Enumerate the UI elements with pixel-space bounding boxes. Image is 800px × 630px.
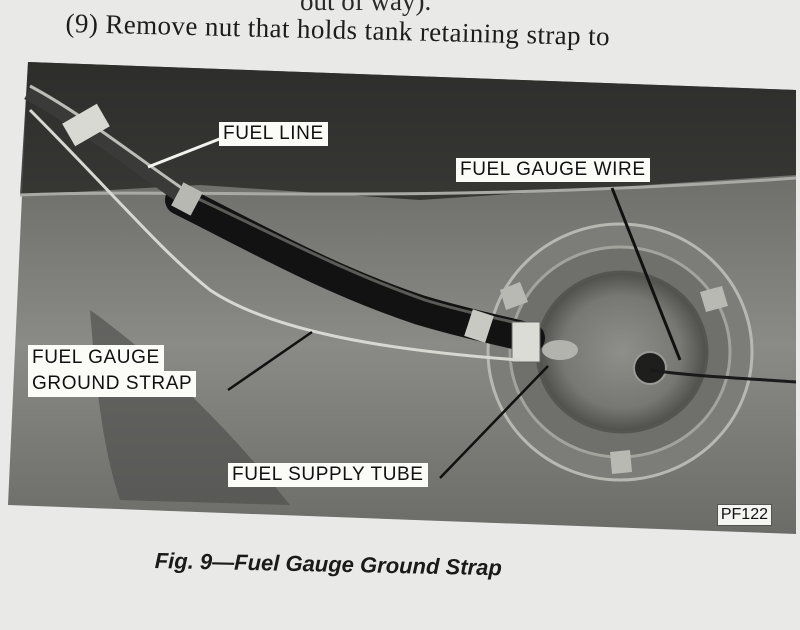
tank-seam <box>19 176 797 197</box>
fuel-hose <box>165 185 545 353</box>
sender-tab-left <box>500 282 528 310</box>
hose-clamp-lower <box>464 309 494 343</box>
leader-supply-tube <box>439 365 549 479</box>
ground-strap-wire <box>28 108 521 362</box>
gauge-wire-terminal <box>633 351 667 385</box>
hose-clamp-upper <box>171 182 203 216</box>
underbody-shadow <box>20 62 796 200</box>
label-ground-strap-line1: FUEL GAUGE <box>28 345 164 371</box>
plate-code: PF122 <box>716 504 772 526</box>
line-clip <box>62 103 110 147</box>
label-ground-strap-line2: GROUND STRAP <box>28 371 197 397</box>
metal-fuel-line-shine <box>29 84 187 193</box>
label-fuel-line: FUEL LINE <box>219 122 328 146</box>
metal-fuel-line <box>24 84 190 205</box>
gauge-wire <box>649 368 797 384</box>
supply-tube-stub <box>542 340 578 360</box>
label-fuel-gauge-ground-strap: FUEL GAUGE GROUND STRAP <box>28 345 197 397</box>
supply-tube-nut <box>511 321 541 363</box>
leader-gauge-wire <box>610 187 682 361</box>
sender-tab-right <box>700 286 728 312</box>
sender-tab-bottom <box>610 450 632 474</box>
top-partial-line: out of way). <box>300 0 432 16</box>
label-fuel-supply-tube: FUEL SUPPLY TUBE <box>228 463 428 487</box>
leader-fuel-line <box>147 136 223 169</box>
label-fuel-gauge-wire: FUEL GAUGE WIRE <box>456 158 650 182</box>
leader-ground-strap <box>227 330 313 392</box>
